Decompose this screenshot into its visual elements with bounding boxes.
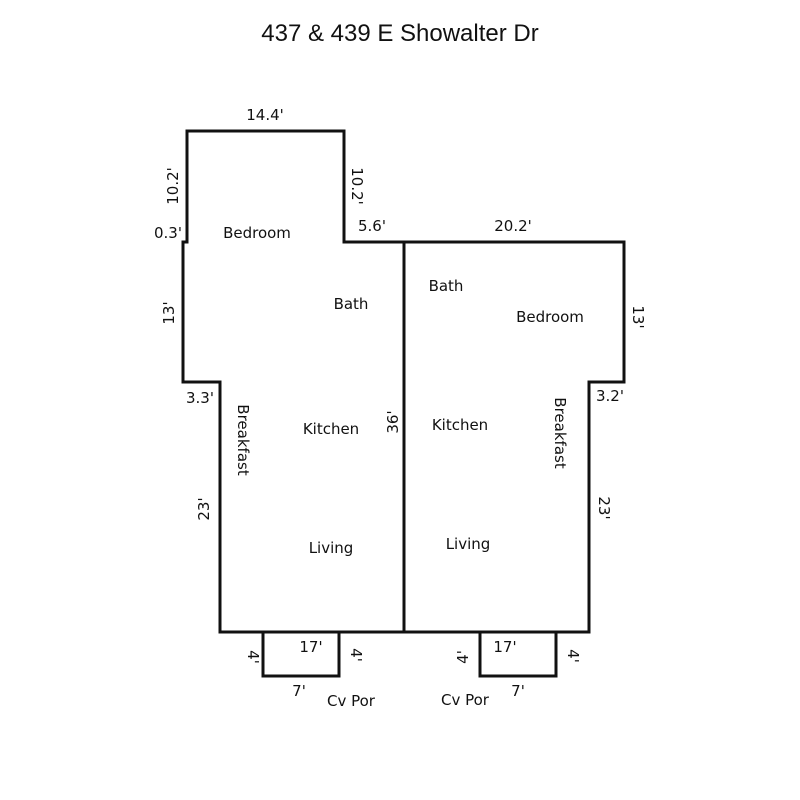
room-label-left-bath: Bath <box>334 295 369 313</box>
room-label-right-kitchen: Kitchen <box>432 416 488 434</box>
dim-inner-step-height: 10.2' <box>348 167 366 205</box>
dim-top-width: 14.4' <box>246 106 284 124</box>
dim-left-lower-height: 23' <box>195 497 213 520</box>
dim-right-mid-height: 13' <box>629 305 647 328</box>
dim-right-porch-depth-b: 4' <box>564 649 582 663</box>
page-title: 437 & 439 E Showalter Dr <box>261 20 539 47</box>
room-label-right-bedroom: Bedroom <box>516 308 584 326</box>
room-label-right-porch: Cv Por <box>441 691 490 709</box>
dim-left-porch-depth-a: 4' <box>244 650 262 664</box>
dim-left-top-height: 10.2' <box>164 167 182 205</box>
dim-right-porch-depth-a: 4' <box>454 650 472 664</box>
dim-right-top-width: 20.2' <box>494 217 532 235</box>
room-label-left-living: Living <box>309 539 354 557</box>
left-covered-porch <box>261 630 341 678</box>
room-label-right-breakfast: Breakfast <box>551 397 569 469</box>
room-label-left-porch: Cv Por <box>327 692 376 710</box>
dim-right-lower-height: 23' <box>595 496 613 519</box>
dim-left-porch-depth-b: 4' <box>347 648 365 662</box>
room-label-right-bath: Bath <box>429 277 464 295</box>
dim-step-width: 5.6' <box>358 217 386 235</box>
dim-left-porch-width: 17' <box>299 638 322 656</box>
dim-left-jog: 3.3' <box>186 389 214 407</box>
dim-center-length: 36' <box>384 410 402 433</box>
dim-left-porch-bottom: 7' <box>292 682 306 700</box>
room-label-left-bedroom: Bedroom <box>223 224 291 242</box>
dim-small-offset: 0.3' <box>154 224 182 242</box>
dim-right-porch-width: 17' <box>493 638 516 656</box>
left-unit-outline <box>181 129 406 634</box>
room-label-right-living: Living <box>446 535 491 553</box>
right-covered-porch <box>478 630 558 678</box>
room-label-left-breakfast: Breakfast <box>234 404 252 476</box>
dim-left-mid-height: 13' <box>160 301 178 324</box>
dim-right-porch-bottom: 7' <box>511 682 525 700</box>
right-unit-outline <box>402 240 626 634</box>
dim-right-jog: 3.2' <box>596 387 624 405</box>
room-label-left-kitchen: Kitchen <box>303 420 359 438</box>
